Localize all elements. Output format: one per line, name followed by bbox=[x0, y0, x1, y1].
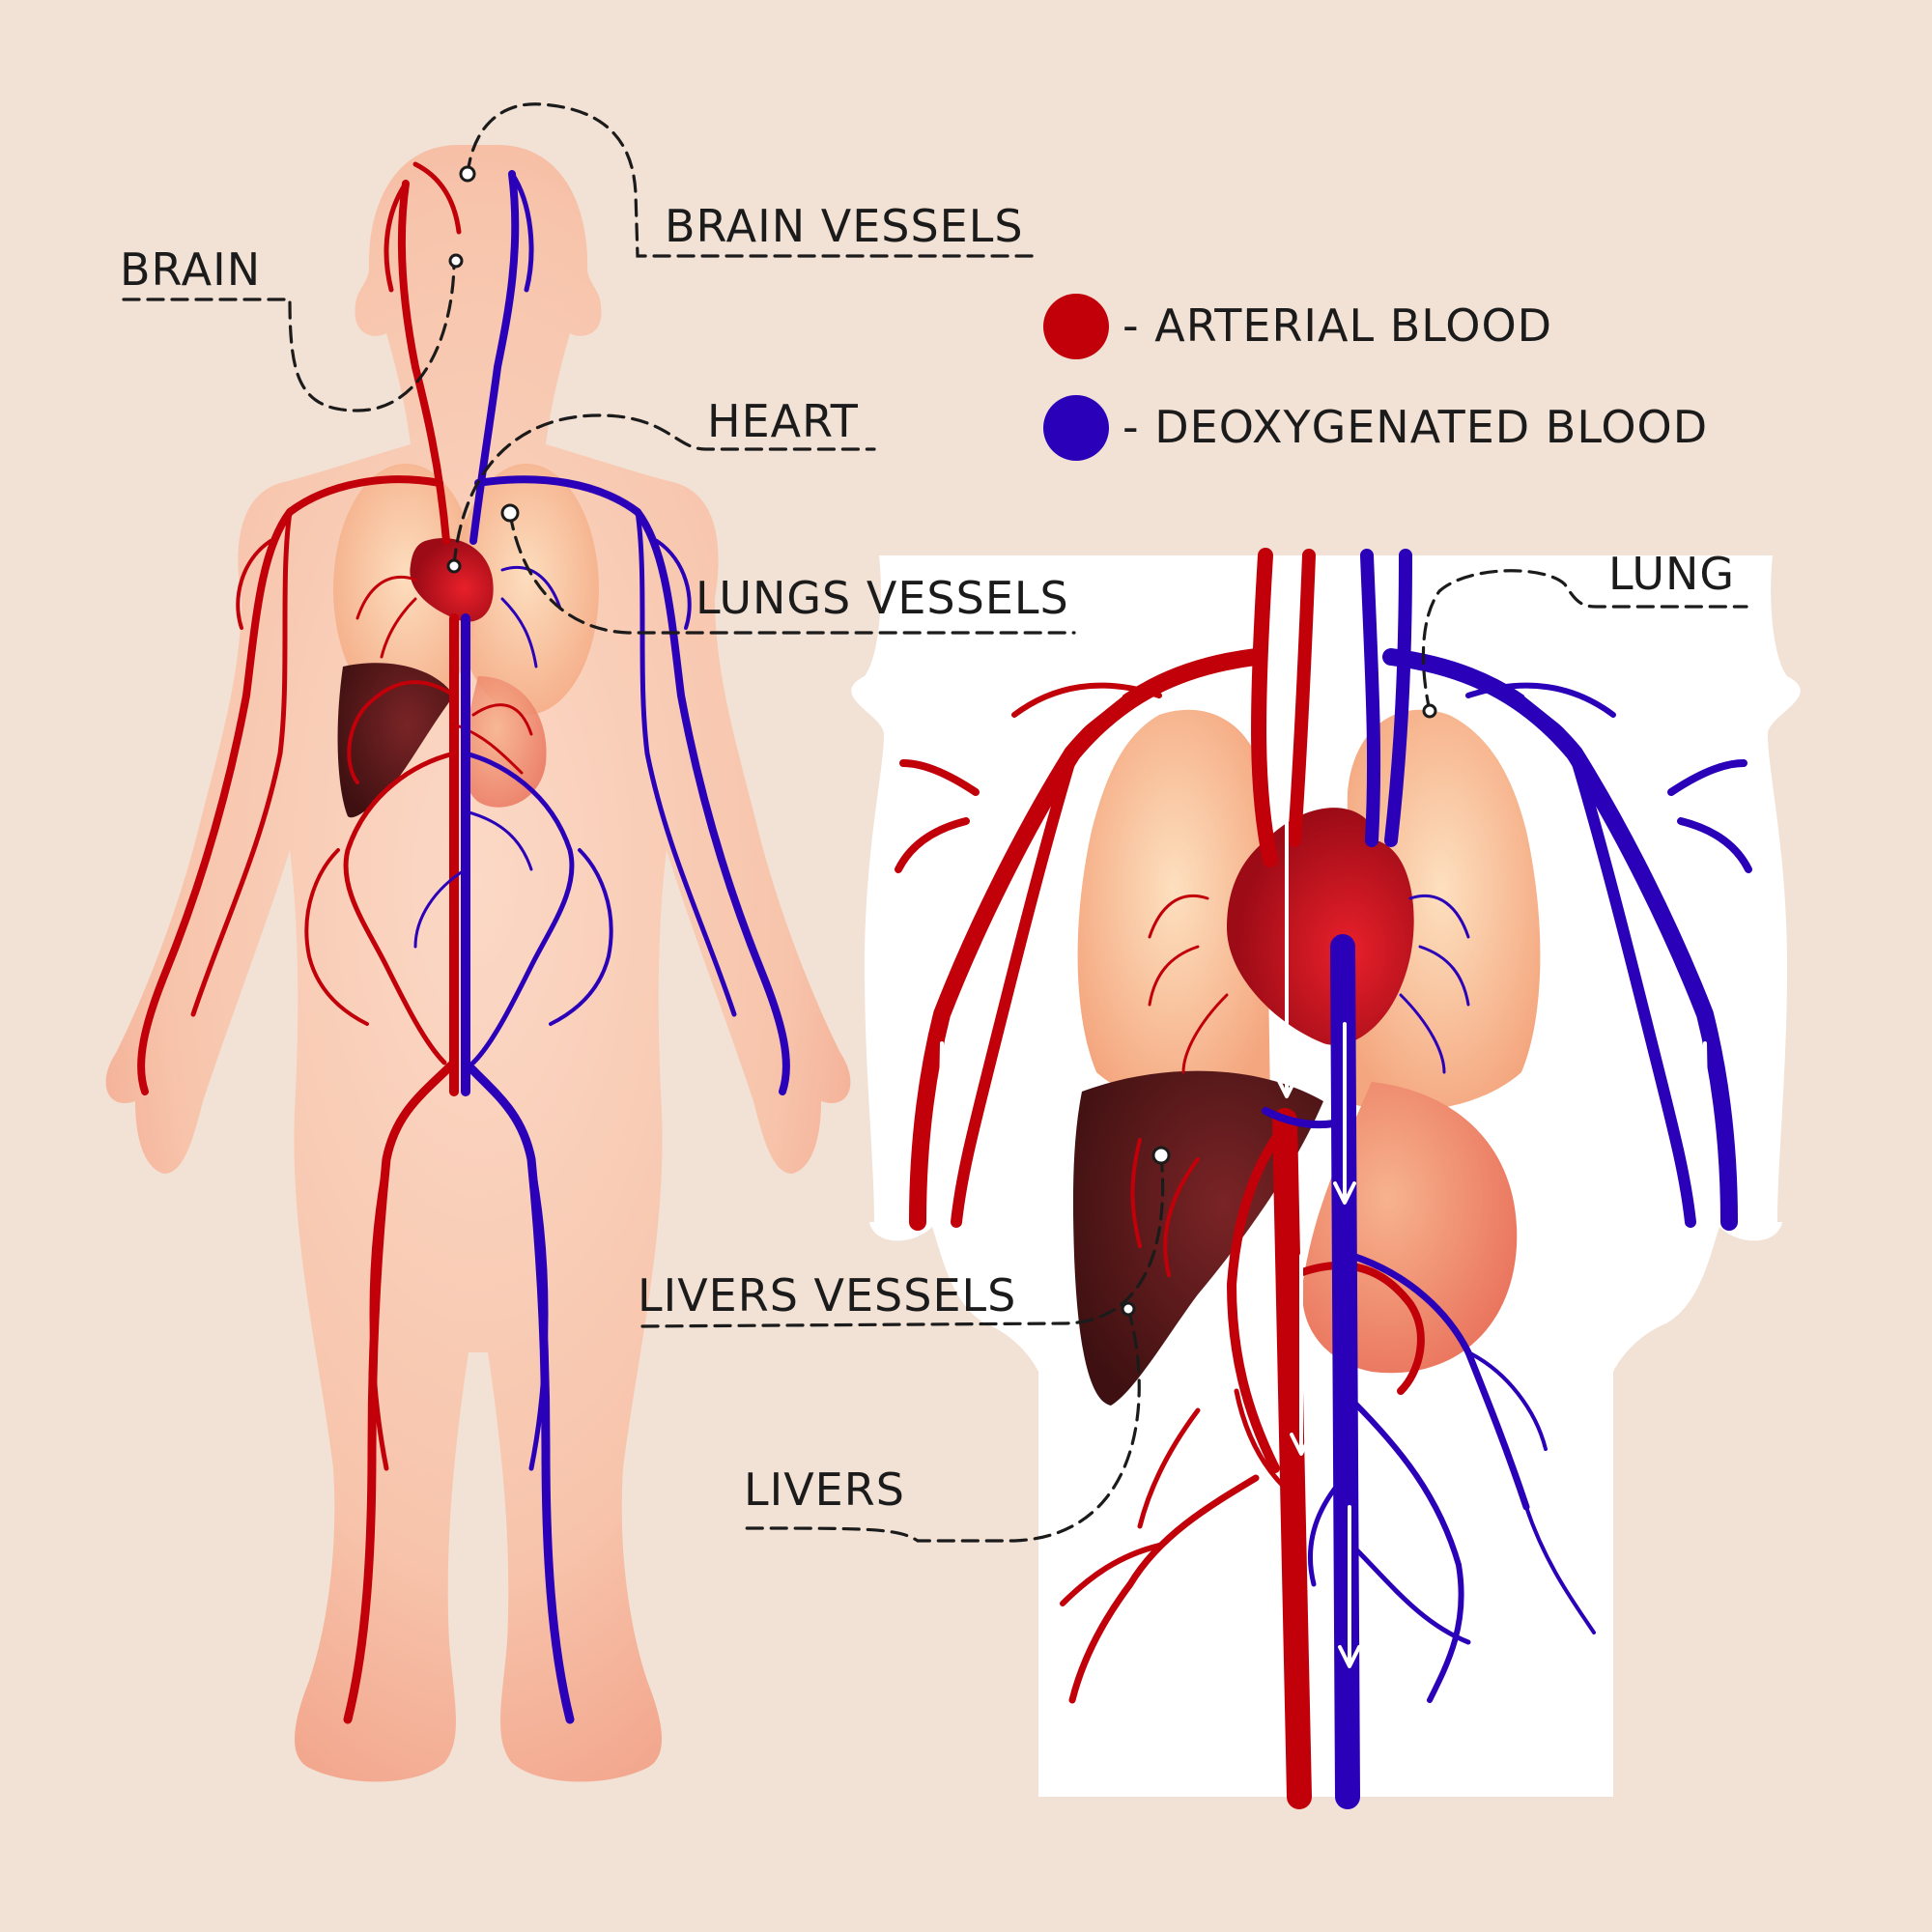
body-silhouette bbox=[105, 145, 851, 1782]
label-lungs-vessels: LUNGS VESSELS bbox=[696, 572, 1069, 624]
dot-livers-vessels bbox=[1151, 1146, 1171, 1165]
torso-panel-silhouette bbox=[851, 555, 1801, 1797]
heart bbox=[410, 537, 494, 622]
legend-arterial-label: - ARTERIAL BLOOD bbox=[1122, 299, 1552, 352]
dot-lung bbox=[1422, 703, 1437, 719]
legend-arterial-swatch bbox=[1043, 294, 1109, 359]
torso-lung-left bbox=[1077, 709, 1270, 1111]
venous-vessels-body bbox=[413, 170, 790, 1724]
label-brain-vessels: BRAIN VESSELS bbox=[665, 200, 1024, 252]
leader-heart bbox=[452, 413, 876, 567]
torso-heart bbox=[1227, 808, 1414, 1045]
leader-brain bbox=[122, 259, 456, 412]
label-brain: BRAIN bbox=[120, 243, 261, 296]
anchor-dots bbox=[446, 165, 1437, 1317]
arterial-vessels-body bbox=[137, 161, 533, 1724]
legend-deoxygenated-swatch bbox=[1043, 395, 1109, 461]
full-body-figure bbox=[105, 145, 851, 1782]
lung-right bbox=[454, 464, 599, 715]
leader-lung bbox=[1421, 569, 1748, 713]
arterial-vessels-torso bbox=[895, 548, 1425, 1809]
dot-livers bbox=[1121, 1301, 1136, 1317]
torso-detail-figure bbox=[851, 548, 1801, 1809]
legend: - ARTERIAL BLOOD - DEOXYGENATED BLOOD bbox=[1043, 294, 1708, 461]
leader-livers-vessels bbox=[638, 1153, 1165, 1328]
legend-deoxygenated-label: - DEOXYGENATED BLOOD bbox=[1122, 401, 1708, 453]
leader-lines bbox=[122, 102, 1748, 1543]
leader-lungs-vessels bbox=[508, 512, 1076, 635]
liver bbox=[337, 663, 454, 818]
labels: BRAIN VESSELS BRAIN HEART LUNGS VESSELS … bbox=[120, 200, 1735, 1516]
label-livers: LIVERS bbox=[744, 1463, 905, 1516]
dot-lungs-vessels bbox=[500, 503, 520, 523]
dot-heart bbox=[446, 558, 462, 574]
dot-brain-vessels bbox=[459, 165, 476, 183]
flow-arrows bbox=[927, 694, 1719, 1668]
label-heart: HEART bbox=[707, 395, 859, 447]
label-lung: LUNG bbox=[1608, 548, 1735, 600]
label-livers-vessels: LIVERS VESSELS bbox=[638, 1269, 1016, 1321]
leader-livers bbox=[742, 1307, 1141, 1543]
leader-brain-vessels bbox=[466, 102, 1037, 258]
dot-brain bbox=[448, 253, 464, 269]
